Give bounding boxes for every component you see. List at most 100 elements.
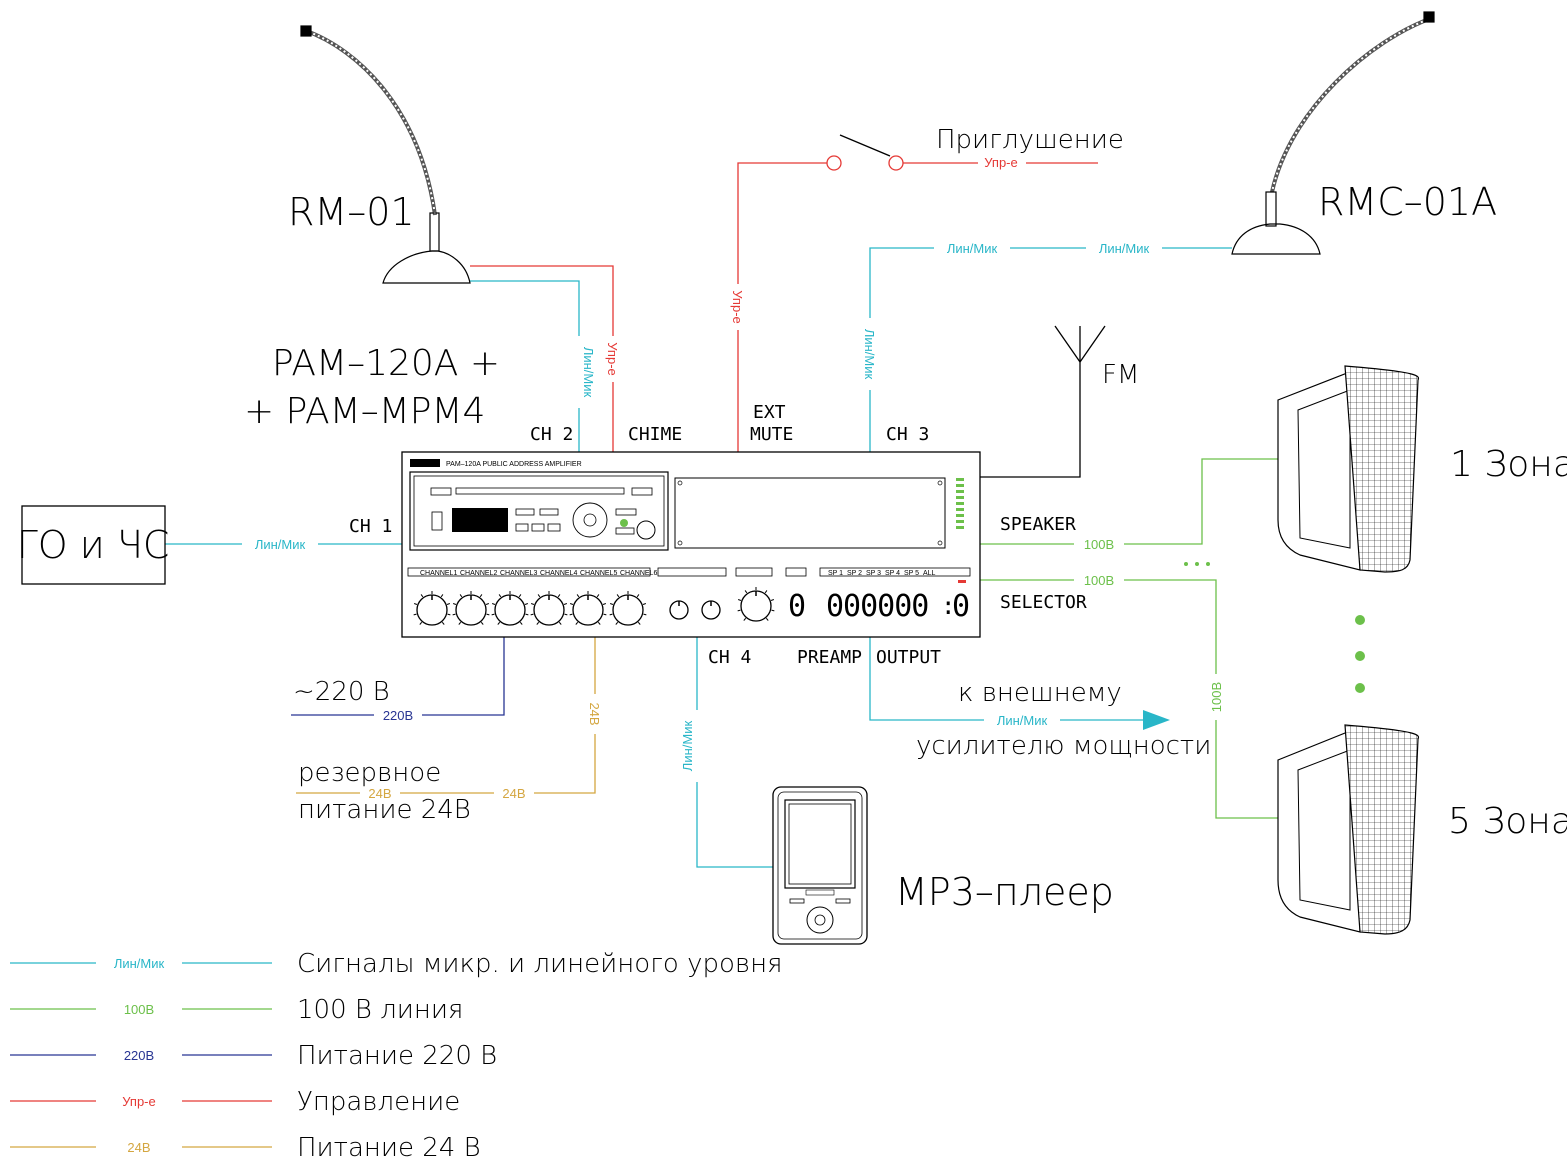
label-24v-vertical: 24В (587, 702, 602, 725)
zone5-speaker-icon (1277, 724, 1420, 935)
volume-knob[interactable] (530, 591, 568, 626)
legend-text: Питание 220 В (297, 1041, 497, 1071)
zone-select-label: SP 4 (885, 570, 900, 577)
port-ch1: CH 1 (349, 516, 392, 537)
label-rmc01a: RMC–01A (1318, 180, 1497, 224)
label-zone5-wire: 100В (1084, 573, 1114, 588)
wire-mute-control (737, 162, 828, 452)
port-chime: CHIME (628, 424, 682, 445)
label-mp3: MP3–плеер (895, 870, 1114, 914)
zone-select-label: ALL (923, 570, 936, 577)
amp-model: PAM–120A PUBLIC ADDRESS AMPLIFIER (446, 461, 582, 468)
legend-tag: Лин/Мик (114, 956, 165, 971)
label-mp3-wire: Лин/Мик (680, 721, 695, 772)
port-labels: CH 1 CH 2 CHIME EXT MUTE CH 3 SPEAKER SE… (349, 402, 1087, 668)
legend-text: Питание 24 В (297, 1133, 481, 1163)
volume-knob[interactable] (491, 591, 529, 626)
wire-mp3-signal (696, 637, 773, 868)
label-reserve-1: резервное (298, 758, 441, 788)
legend-item: 220В Питание 220 В (10, 1041, 497, 1071)
zone-select-label: SP 2 (847, 570, 862, 577)
label-220: ~220 В (293, 677, 390, 707)
legend-text: Сигналы микр. и линейного уровня (297, 949, 783, 979)
rm01-microphone-icon (300, 25, 471, 284)
mpm4-navigation-pad[interactable] (572, 502, 608, 538)
wire-labels: Лин/Мик Упр-е Упр-е Лин/Мик Упр-е Лин/Ми… (242, 154, 1226, 801)
wire-rm01-control (470, 265, 614, 452)
label-zone5-vertical: 100В (1209, 682, 1224, 712)
volume-knob[interactable] (701, 600, 721, 620)
amp-display-left: 0 (788, 589, 806, 624)
volume-knob[interactable] (609, 591, 647, 626)
channel-label: CHANNEL2 (460, 570, 497, 577)
legend-tag: Упр-е (122, 1094, 156, 1109)
channel-label: CHANNEL6 (620, 570, 657, 577)
channel-label: CHANNEL3 (500, 570, 537, 577)
label-zone5: 5 Зона (1448, 801, 1567, 842)
label-zone1: 1 Зона (1450, 444, 1567, 485)
volume-knob[interactable] (452, 591, 490, 626)
label-rmc-wire-2: Лин/Мик (1099, 241, 1150, 256)
volume-knob[interactable] (737, 587, 775, 622)
label-220v-wire: 220В (383, 708, 413, 723)
label-zone1-wire: 100В (1084, 537, 1114, 552)
blank-module (674, 477, 946, 549)
mp3-player-icon[interactable] (772, 786, 868, 945)
volume-knob[interactable] (669, 600, 689, 620)
label-reserve-2: питание 24В (298, 795, 471, 825)
channel-label: CHANNEL5 (580, 570, 617, 577)
legend-item: Лин/Мик Сигналы микр. и линейного уровня (10, 949, 783, 979)
port-mute: MUTE (750, 424, 793, 445)
label-go-wire: Лин/Мик (255, 537, 306, 552)
zone-select-label: SP 5 (904, 570, 919, 577)
mpm4-power-knob[interactable] (636, 520, 656, 540)
mpm4-display (452, 508, 508, 532)
legend-tag: 100В (124, 1002, 154, 1017)
label-fm: FM (1102, 360, 1139, 390)
zone1-speaker-icon (1277, 365, 1420, 573)
mp3-wheel[interactable] (806, 906, 834, 934)
label-24v-wire-1: 24В (368, 786, 391, 801)
label-mute: Приглушение (936, 125, 1124, 155)
label-24v-wire-2: 24В (502, 786, 525, 801)
label-rmc-wire-1: Лин/Мик (947, 241, 998, 256)
legend-tag: 220В (124, 1048, 154, 1063)
wire-rmc01a-signal (869, 247, 1232, 452)
label-amp-1: PAM–120A + (272, 343, 500, 384)
port-ch3: CH 3 (886, 424, 929, 445)
legend-text: Управление (297, 1087, 460, 1117)
amp-display-sep: : (941, 592, 955, 620)
label-rm01: RM–01 (288, 190, 415, 234)
amp-display: 000000 (826, 589, 928, 624)
volume-knob[interactable] (413, 591, 451, 626)
port-ch2: CH 2 (530, 424, 573, 445)
port-output: OUTPUT (876, 647, 941, 668)
amp-brand: inter-M (412, 461, 436, 468)
port-preamp: PREAMP (797, 647, 862, 668)
more-zones-dots (1184, 562, 1365, 693)
label-output-wire: Лин/Мик (997, 713, 1048, 728)
rmc01a-microphone-icon (1231, 11, 1435, 255)
output-arrow-icon (1143, 710, 1170, 730)
legend-item: 24В Питание 24 В (10, 1133, 481, 1163)
legend-tag: 24В (127, 1140, 150, 1155)
mute-switch-icon[interactable] (826, 134, 904, 171)
device-labels: RM–01 RMC–01A PAM–120A + + PAM–MPM4 ГО и… (17, 125, 1567, 914)
channel-label: CHANNEL1 (420, 570, 457, 577)
label-chime-wire: Упр-е (605, 342, 620, 376)
mpm4-module (409, 471, 669, 551)
level-meter (956, 478, 964, 529)
label-ch3-wire: Лин/Мик (862, 329, 877, 380)
go-chs-box (21, 505, 166, 585)
label-mute-wire: Упр-е (730, 290, 745, 324)
channel-label: CHANNEL4 (540, 570, 577, 577)
volume-knob[interactable] (569, 591, 607, 626)
label-ext-1: к внешнему (958, 678, 1122, 708)
label-ch2-wire: Лин/Мик (581, 347, 596, 398)
zone-select-label: SP 1 (828, 570, 843, 577)
fm-antenna-icon (1054, 325, 1106, 363)
wire-fm (980, 362, 1081, 478)
label-mute-top: Упр-е (984, 155, 1018, 170)
